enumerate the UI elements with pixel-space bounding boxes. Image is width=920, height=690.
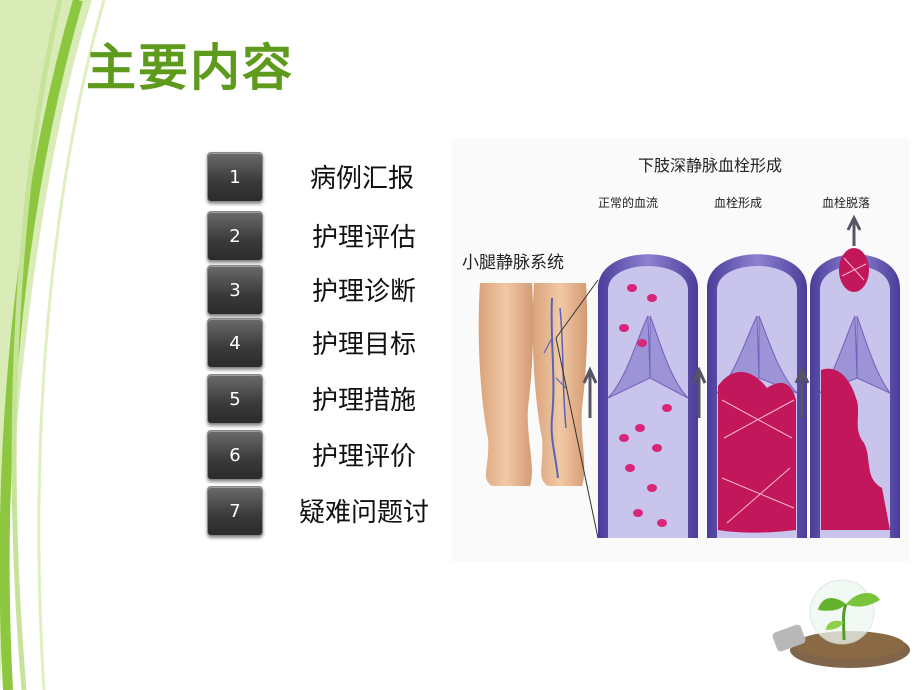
menu-number-badge: 5 — [207, 374, 263, 424]
menu-number-badge: 3 — [207, 265, 263, 315]
panel-label-embolus: 血栓脱落 — [822, 196, 871, 210]
vessel-normal — [582, 254, 698, 538]
leg-label: 小腿静脉系统 — [462, 253, 564, 273]
menu-item-label: 护理目标 — [312, 330, 417, 360]
menu-item[interactable]: 6 护理评价 — [207, 430, 457, 482]
menu-number-badge: 1 — [207, 152, 263, 202]
menu-item-label: 护理措施 — [312, 386, 417, 416]
menu-item-label: 疑难问题讨 — [299, 498, 430, 528]
menu-item-label: 病例汇报 — [310, 164, 415, 194]
panel-label-normal: 正常的血流 — [598, 196, 659, 210]
menu-item-label: 护理诊断 — [312, 277, 417, 307]
menu-item[interactable]: 5 护理措施 — [207, 374, 457, 426]
menu-number-badge: 6 — [207, 430, 263, 480]
sprout-bulb-decoration — [772, 579, 910, 668]
menu-number-badge: 4 — [207, 318, 263, 368]
menu-number-badge: 2 — [207, 211, 263, 261]
menu-item[interactable]: 7 疑难问题讨 — [207, 486, 457, 538]
page-title: 主要内容 — [86, 39, 294, 97]
vessel-embolus — [794, 214, 900, 538]
panel-label-thrombus: 血栓形成 — [714, 196, 763, 210]
dvt-illustration: 下肢深静脉血栓形成 小腿静脉系统 正常的血流 血栓形成 血栓脱落 — [452, 138, 909, 562]
menu-number-badge: 7 — [207, 486, 263, 536]
vessel-thrombus — [691, 254, 807, 538]
menu-item-label: 护理评价 — [312, 442, 417, 472]
menu-item[interactable]: 2 护理评估 — [207, 211, 457, 263]
leg-illustration — [478, 279, 599, 539]
vein-diagram — [478, 214, 900, 539]
menu-item[interactable]: 1 病例汇报 — [207, 152, 457, 204]
menu-item[interactable]: 3 护理诊断 — [207, 265, 457, 317]
menu-item-label: 护理评估 — [312, 223, 417, 253]
figure-title: 下肢深静脉血栓形成 — [638, 156, 783, 175]
menu-item[interactable]: 4 护理目标 — [207, 318, 457, 370]
